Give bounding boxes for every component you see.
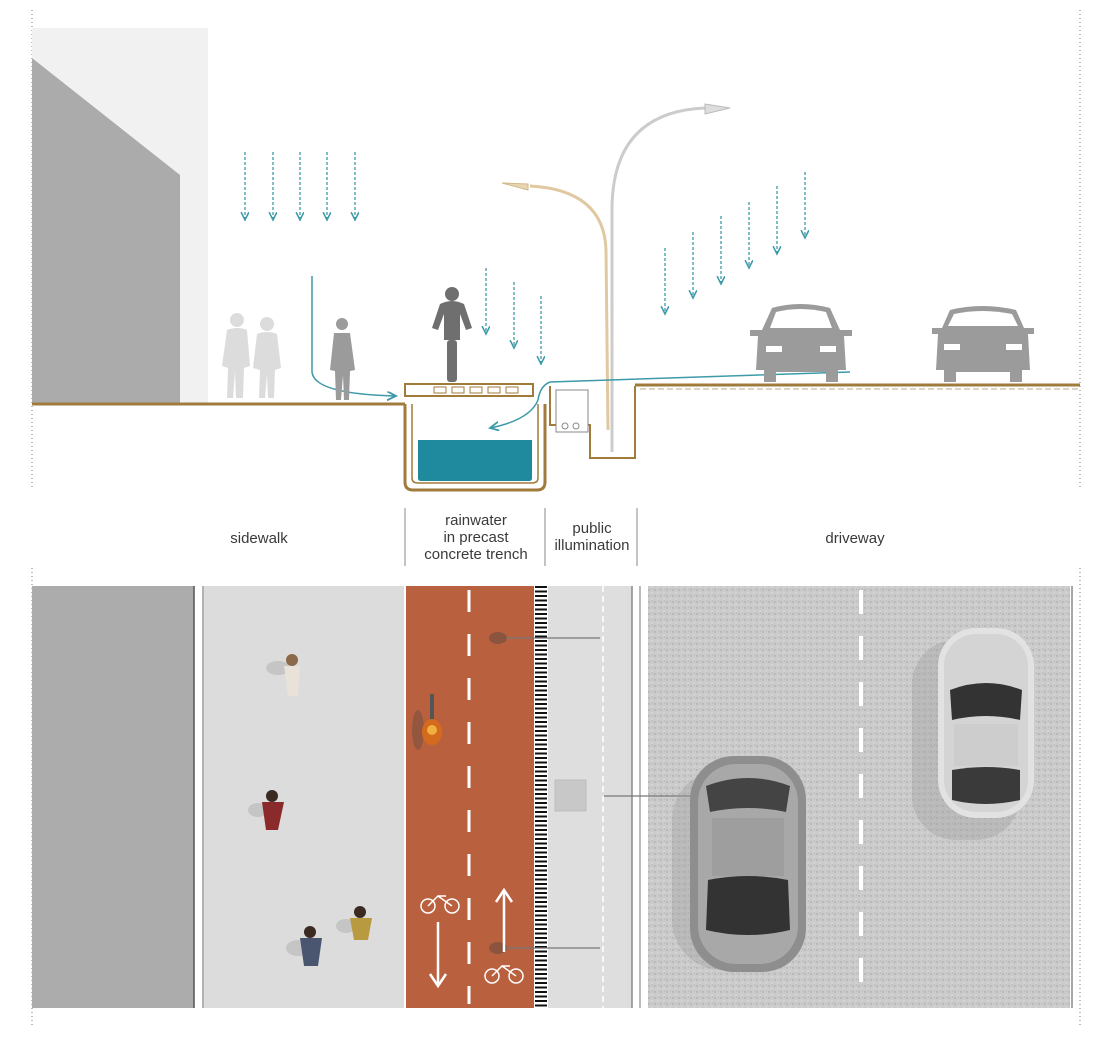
- label-public-illumination: public illumination: [554, 520, 630, 554]
- car-icon: [932, 306, 1034, 382]
- bike-lane-plan: [406, 586, 534, 1008]
- label-rainwater-trench: rainwater in precast concrete trench: [424, 512, 528, 563]
- concrete-trench: [403, 383, 547, 492]
- pedestrian-icon: [266, 654, 300, 696]
- trench-water: [418, 440, 532, 481]
- rain-arrows: [245, 152, 805, 364]
- runoff-arrow-sidewalk: [311, 276, 396, 396]
- bicycle-symbol-icon: [420, 895, 460, 914]
- cyclist-icon: [412, 694, 442, 750]
- pedestrian-icon: [286, 926, 322, 966]
- pedestrian-icon: [248, 790, 284, 830]
- runoff-arrow-road: [490, 371, 851, 428]
- section-view: [31, 10, 1081, 492]
- label-driveway: driveway: [825, 530, 885, 547]
- building: [32, 58, 180, 404]
- direction-arrow-icon: [494, 887, 514, 952]
- building-plan: [32, 586, 194, 1008]
- direction-arrow-icon: [428, 922, 448, 989]
- lamp-base-plan: [554, 779, 587, 812]
- trench-grate: [404, 383, 534, 397]
- lamp-foundation: [549, 386, 636, 459]
- car-icon: [912, 628, 1034, 840]
- car-icon: [750, 304, 852, 382]
- label-dividers: [404, 508, 638, 566]
- street-lamp-icon: [501, 103, 731, 452]
- pedestrian-icon: [222, 313, 281, 398]
- bicycle-symbol-icon: [484, 965, 524, 984]
- label-sidewalk: sidewalk: [230, 530, 288, 547]
- car-icon: [672, 756, 806, 972]
- sidewalk-plan: [202, 586, 404, 1008]
- pedestrian-icon: [330, 318, 355, 400]
- cyclist-icon: [432, 287, 472, 382]
- plan-view: [31, 568, 1081, 1028]
- ground-line: [32, 383, 1080, 406]
- pedestrian-icon: [336, 906, 372, 940]
